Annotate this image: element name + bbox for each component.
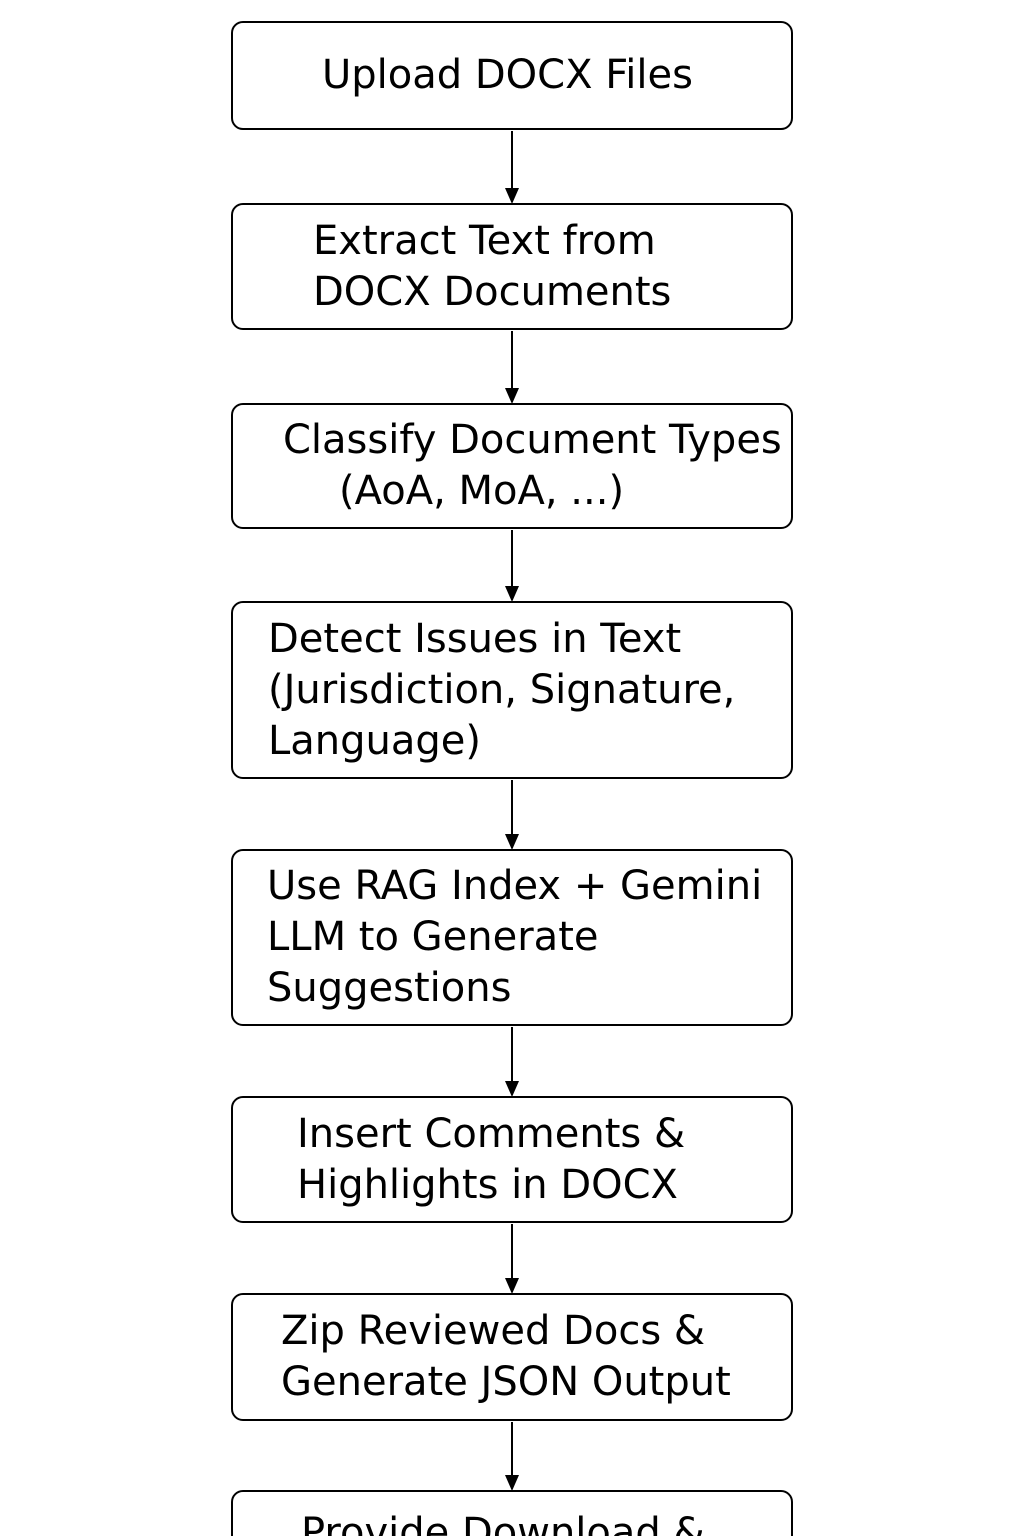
step-6-label: Insert Comments & Highlights in DOCX [297,1098,783,1221]
step-classify-document-types: Classify Document Types (AoA, MoA, ...) [231,403,793,529]
step-7-line-2: Generate JSON Output [281,1359,731,1405]
step-5-line-3: Suggestions [267,965,512,1011]
step-zip-and-json-output: Zip Reviewed Docs & Generate JSON Output [231,1293,793,1421]
step-4-line-1: Detect Issues in Text [268,615,682,662]
step-3-label: Classify Document Types (AoA, MoA, ...) [283,405,783,527]
step-extract-text: Extract Text from DOCX Documents [231,203,793,330]
step-6-line-1: Insert Comments & [297,1110,686,1157]
step-4-line-3: Language) [268,717,482,764]
step-2-line-2: DOCX Documents [313,268,672,315]
step-provide-download: Provide Download & [231,1490,793,1536]
step-5-label: Use RAG Index + Gemini LLM to Generate S… [267,851,783,1024]
step-5-line-2: LLM to Generate [267,914,599,960]
step-3-line-1: Classify Document Types [283,417,782,463]
step-4-line-2: (Jurisdiction, Signature, [268,666,736,713]
step-3-line-2: (AoA, MoA, ...) [339,468,625,514]
step-upload-docx-files: Upload DOCX Files [231,21,793,130]
step-1-label: Upload DOCX Files [322,23,783,128]
step-6-line-2: Highlights in DOCX [297,1161,678,1208]
step-8-line-1: Provide Download & [301,1510,705,1536]
step-insert-comments: Insert Comments & Highlights in DOCX [231,1096,793,1223]
step-1-line-1: Upload DOCX Files [322,52,693,98]
step-2-label: Extract Text from DOCX Documents [313,205,783,328]
step-5-line-1: Use RAG Index + Gemini [267,863,763,909]
step-detect-issues: Detect Issues in Text (Jurisdiction, Sig… [231,601,793,779]
step-2-line-1: Extract Text from [313,217,656,264]
step-4-label: Detect Issues in Text (Jurisdiction, Sig… [268,603,783,777]
step-7-label: Zip Reviewed Docs & Generate JSON Output [281,1295,783,1419]
step-8-label: Provide Download & [301,1508,783,1536]
step-7-line-1: Zip Reviewed Docs & [281,1308,706,1354]
step-generate-suggestions: Use RAG Index + Gemini LLM to Generate S… [231,849,793,1026]
